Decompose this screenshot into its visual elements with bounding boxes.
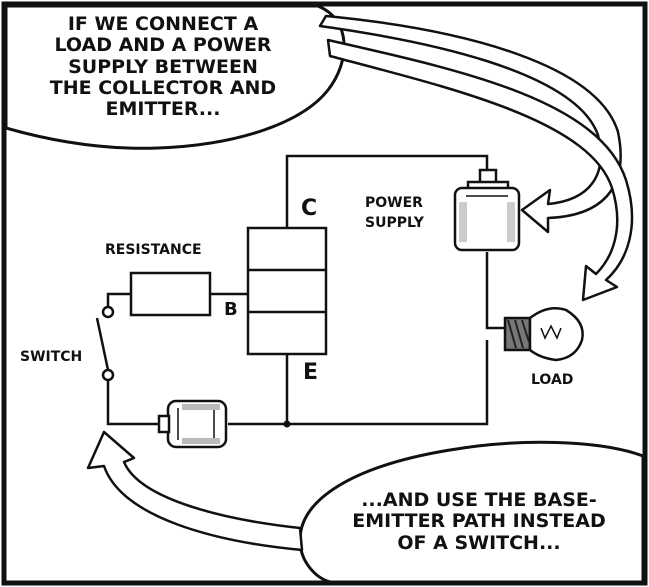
power-supply-label-line2: SUPPLY bbox=[365, 215, 424, 231]
supply-to-load-wire bbox=[485, 252, 507, 330]
top-bubble-line: SUPPLY BETWEEN bbox=[68, 55, 258, 78]
bottom-bubble-text: ...AND USE THE BASE- EMITTER PATH INSTEA… bbox=[334, 489, 624, 554]
top-bubble-line: LOAD AND A POWER bbox=[54, 34, 272, 57]
load-return-wire bbox=[287, 340, 489, 426]
collector-label: C bbox=[301, 196, 318, 221]
switch bbox=[95, 305, 115, 382]
switch-label: SWITCH bbox=[20, 349, 83, 365]
junction-dot bbox=[283, 420, 291, 428]
light-bulb-load bbox=[503, 307, 584, 362]
arrow-to-power-supply bbox=[318, 14, 622, 234]
top-bubble-line: IF WE CONNECT A bbox=[67, 13, 259, 35]
bottom-bubble-line: OF A SWITCH... bbox=[397, 531, 561, 554]
arrow-to-switch bbox=[86, 430, 304, 552]
arrow-to-load bbox=[326, 38, 634, 302]
top-bubble-text: IF WE CONNECT A LOAD AND A POWER SUPPLY … bbox=[28, 13, 298, 121]
load-label: LOAD bbox=[531, 372, 574, 388]
power-supply-label-line1: POWER bbox=[365, 195, 423, 211]
transistor-block bbox=[246, 226, 328, 356]
top-bubble-line: THE COLLECTOR AND bbox=[49, 76, 277, 99]
top-speech-bubble bbox=[4, 4, 346, 150]
bottom-speech-bubble bbox=[298, 440, 645, 584]
resistance-label: RESISTANCE bbox=[105, 242, 202, 258]
bottom-bubble-line: ...AND USE THE BASE- bbox=[361, 489, 597, 511]
bottom-bubble-line: EMITTER PATH INSTEAD bbox=[352, 510, 606, 533]
battery-to-switch-wire bbox=[106, 377, 160, 426]
power-supply-battery bbox=[453, 168, 521, 252]
top-bubble-line: EMITTER... bbox=[105, 98, 221, 121]
base-label: B bbox=[224, 299, 238, 320]
resistor bbox=[129, 271, 212, 317]
emitter-label: E bbox=[303, 360, 319, 385]
battery bbox=[157, 399, 228, 449]
